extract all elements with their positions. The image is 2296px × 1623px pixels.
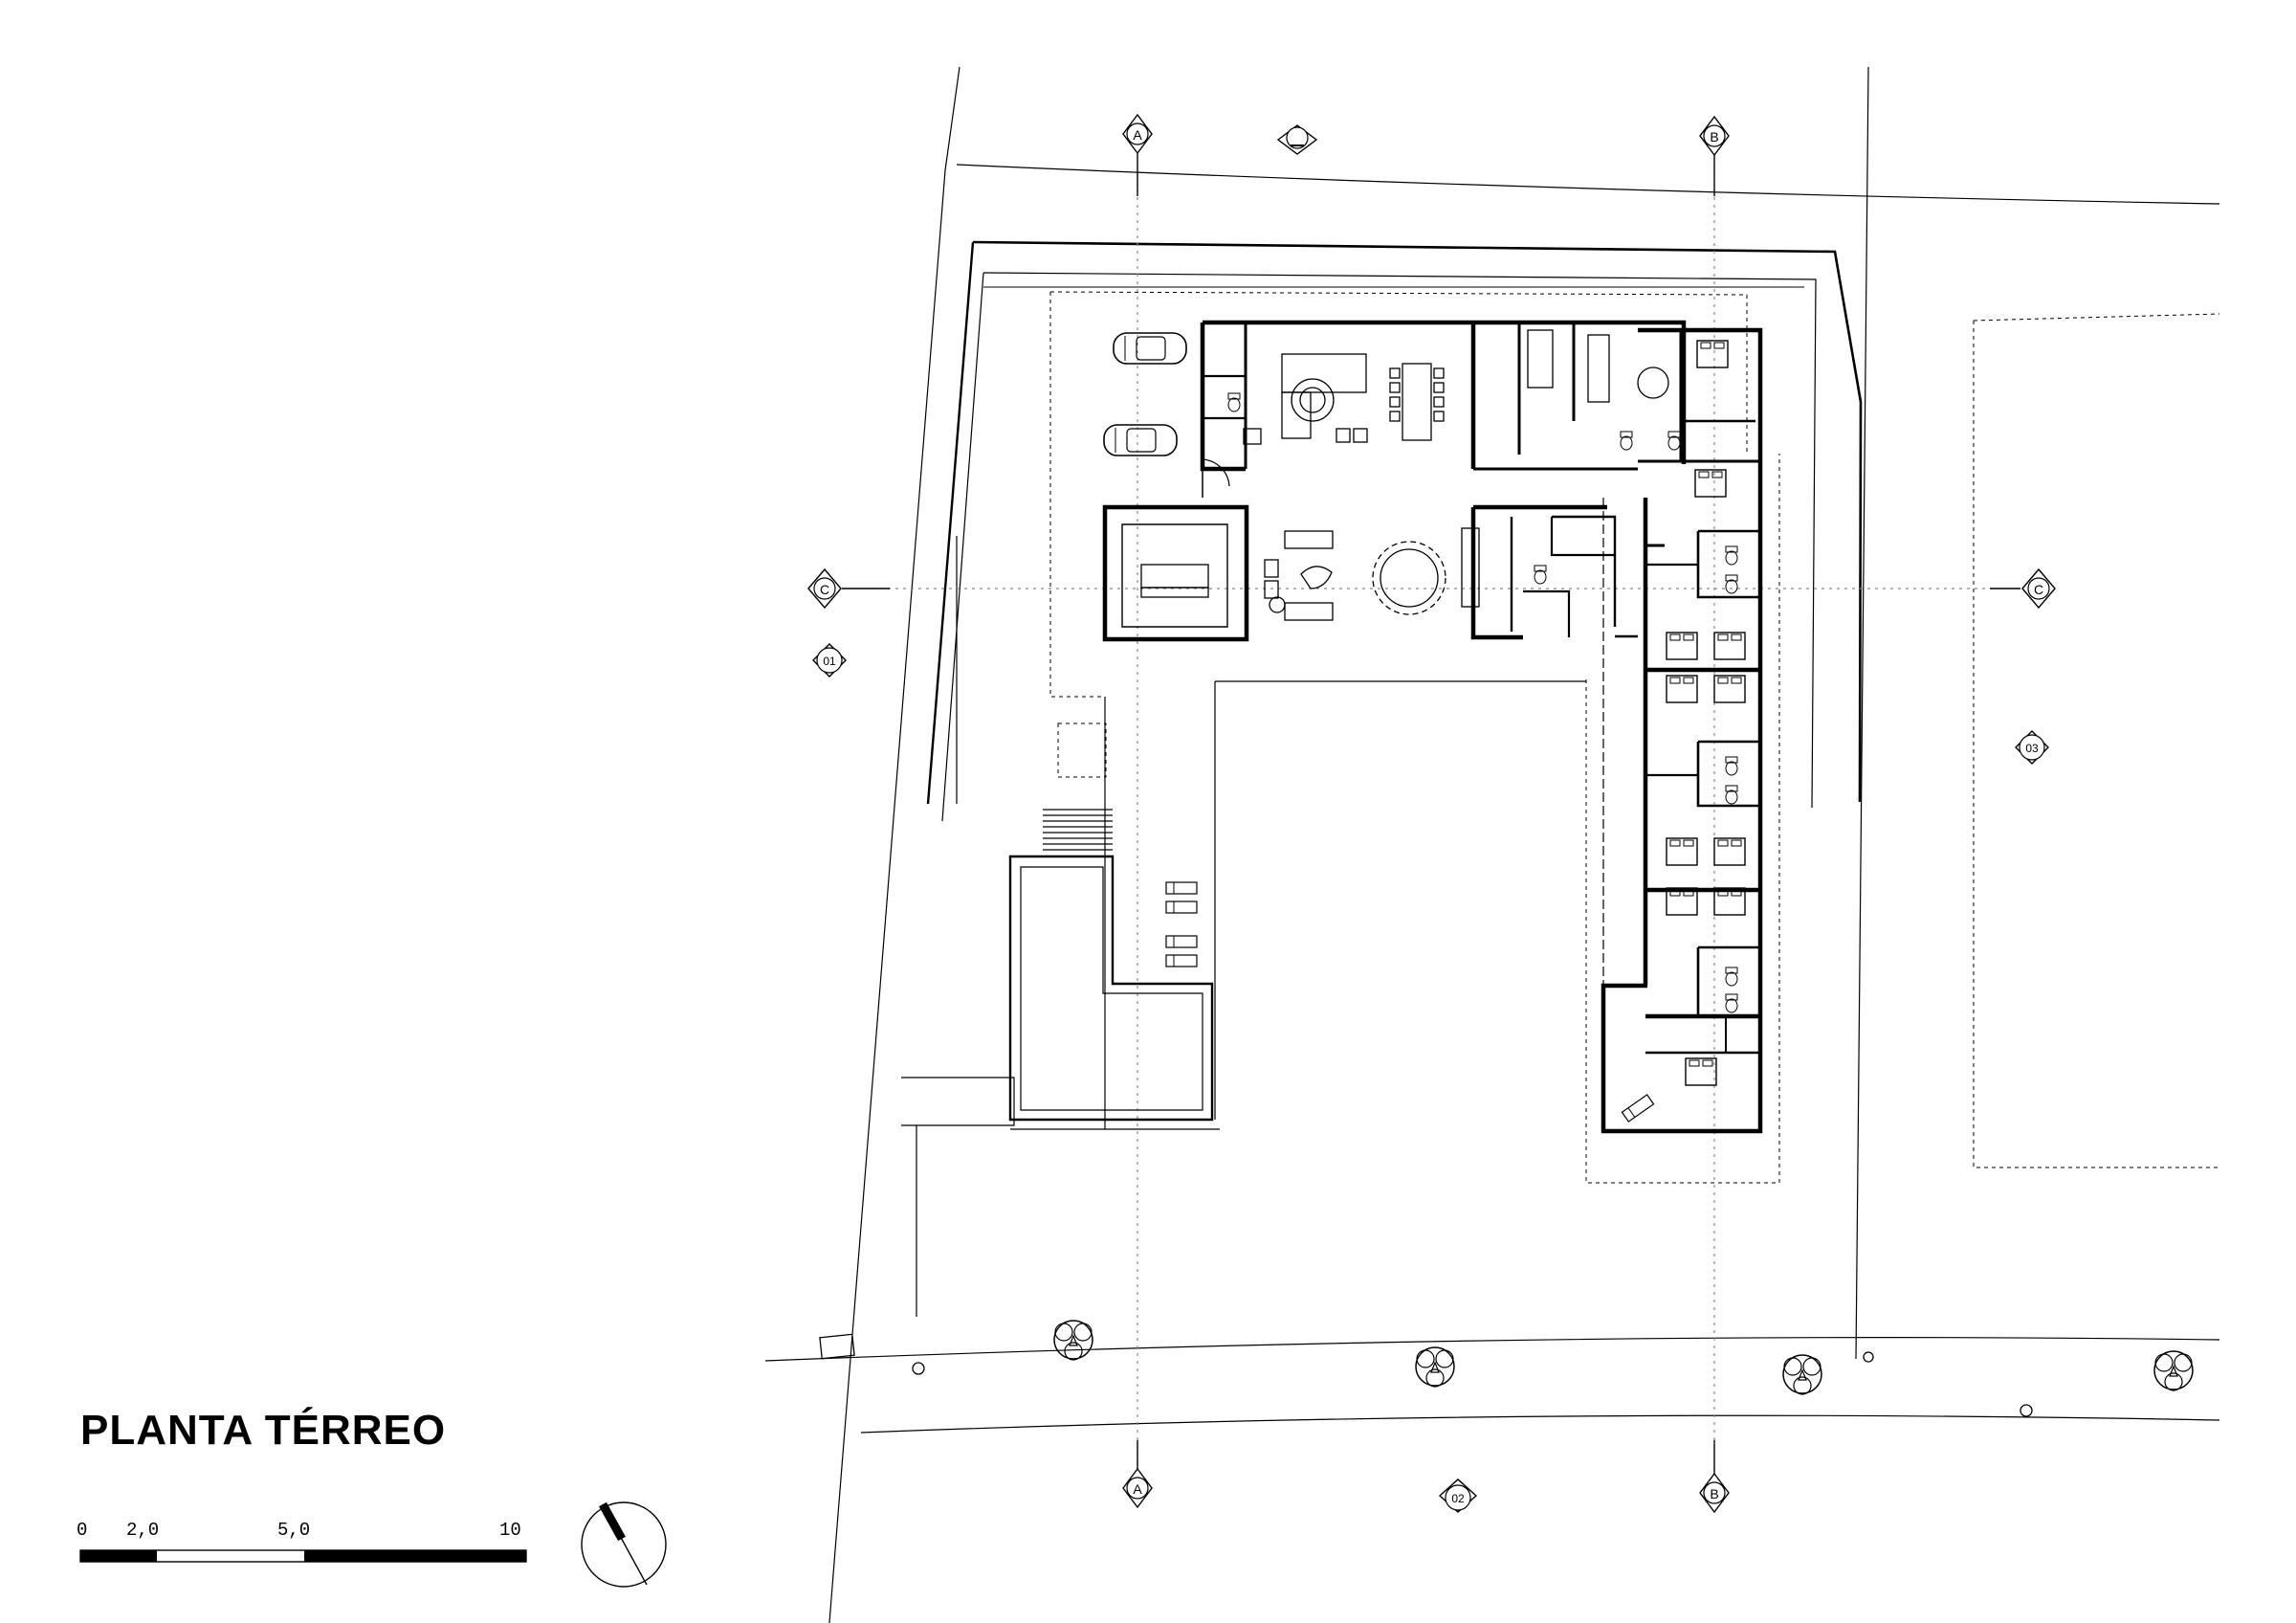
elevation-marker-top [1276, 124, 1318, 155]
section-label-b-top: B [1710, 129, 1718, 145]
house-walls [1102, 320, 1763, 1134]
section-marker-b-top: B [1699, 115, 1730, 157]
section-marker-c-left: C [807, 567, 842, 610]
drawing-title: PLANTA TÉRREO [80, 1407, 447, 1454]
section-marker-a-top: A [1122, 113, 1153, 155]
section-label-c-right: C [2034, 582, 2043, 597]
car-icon [1103, 332, 1187, 456]
elevation-label-01: 01 [823, 655, 836, 668]
site-small-features [819, 1333, 2033, 1417]
elevation-marker-03: 03 [2015, 730, 2049, 765]
tree-icon [1053, 1320, 2194, 1395]
pool-area [1008, 680, 1586, 1130]
site-boundaries [764, 66, 2220, 1623]
toilets [1227, 392, 1738, 1013]
scale-bar [79, 1549, 527, 1563]
section-label-c-left: C [820, 582, 829, 597]
elevation-label-03: 03 [2025, 742, 2039, 755]
scale-tick-2: 2,0 [126, 1520, 160, 1541]
setback-lines [1049, 291, 2220, 1184]
furniture [1140, 329, 1669, 621]
section-label-a-bottom: A [1133, 1481, 1142, 1497]
scale-tick-5: 5,0 [277, 1520, 311, 1541]
loungers [1165, 881, 1655, 1123]
scale-tick-10: 10 [499, 1520, 521, 1541]
lot-outline [926, 240, 1863, 822]
section-marker-a-bottom: A [1122, 1467, 1153, 1509]
elevation-marker-01: 01 [812, 643, 847, 678]
elevation-label-02: 02 [1451, 1492, 1465, 1505]
section-label-b-bottom: B [1710, 1486, 1718, 1501]
scale-tick-0: 0 [77, 1520, 88, 1541]
north-arrow-icon [581, 1501, 667, 1588]
grid-axes [842, 182, 2019, 1474]
elevation-marker-02: 02 [1438, 1478, 1478, 1513]
section-marker-b-bottom: B [1699, 1472, 1730, 1514]
section-label-a-top: A [1133, 127, 1142, 143]
section-marker-c-right: C [2021, 567, 2056, 610]
